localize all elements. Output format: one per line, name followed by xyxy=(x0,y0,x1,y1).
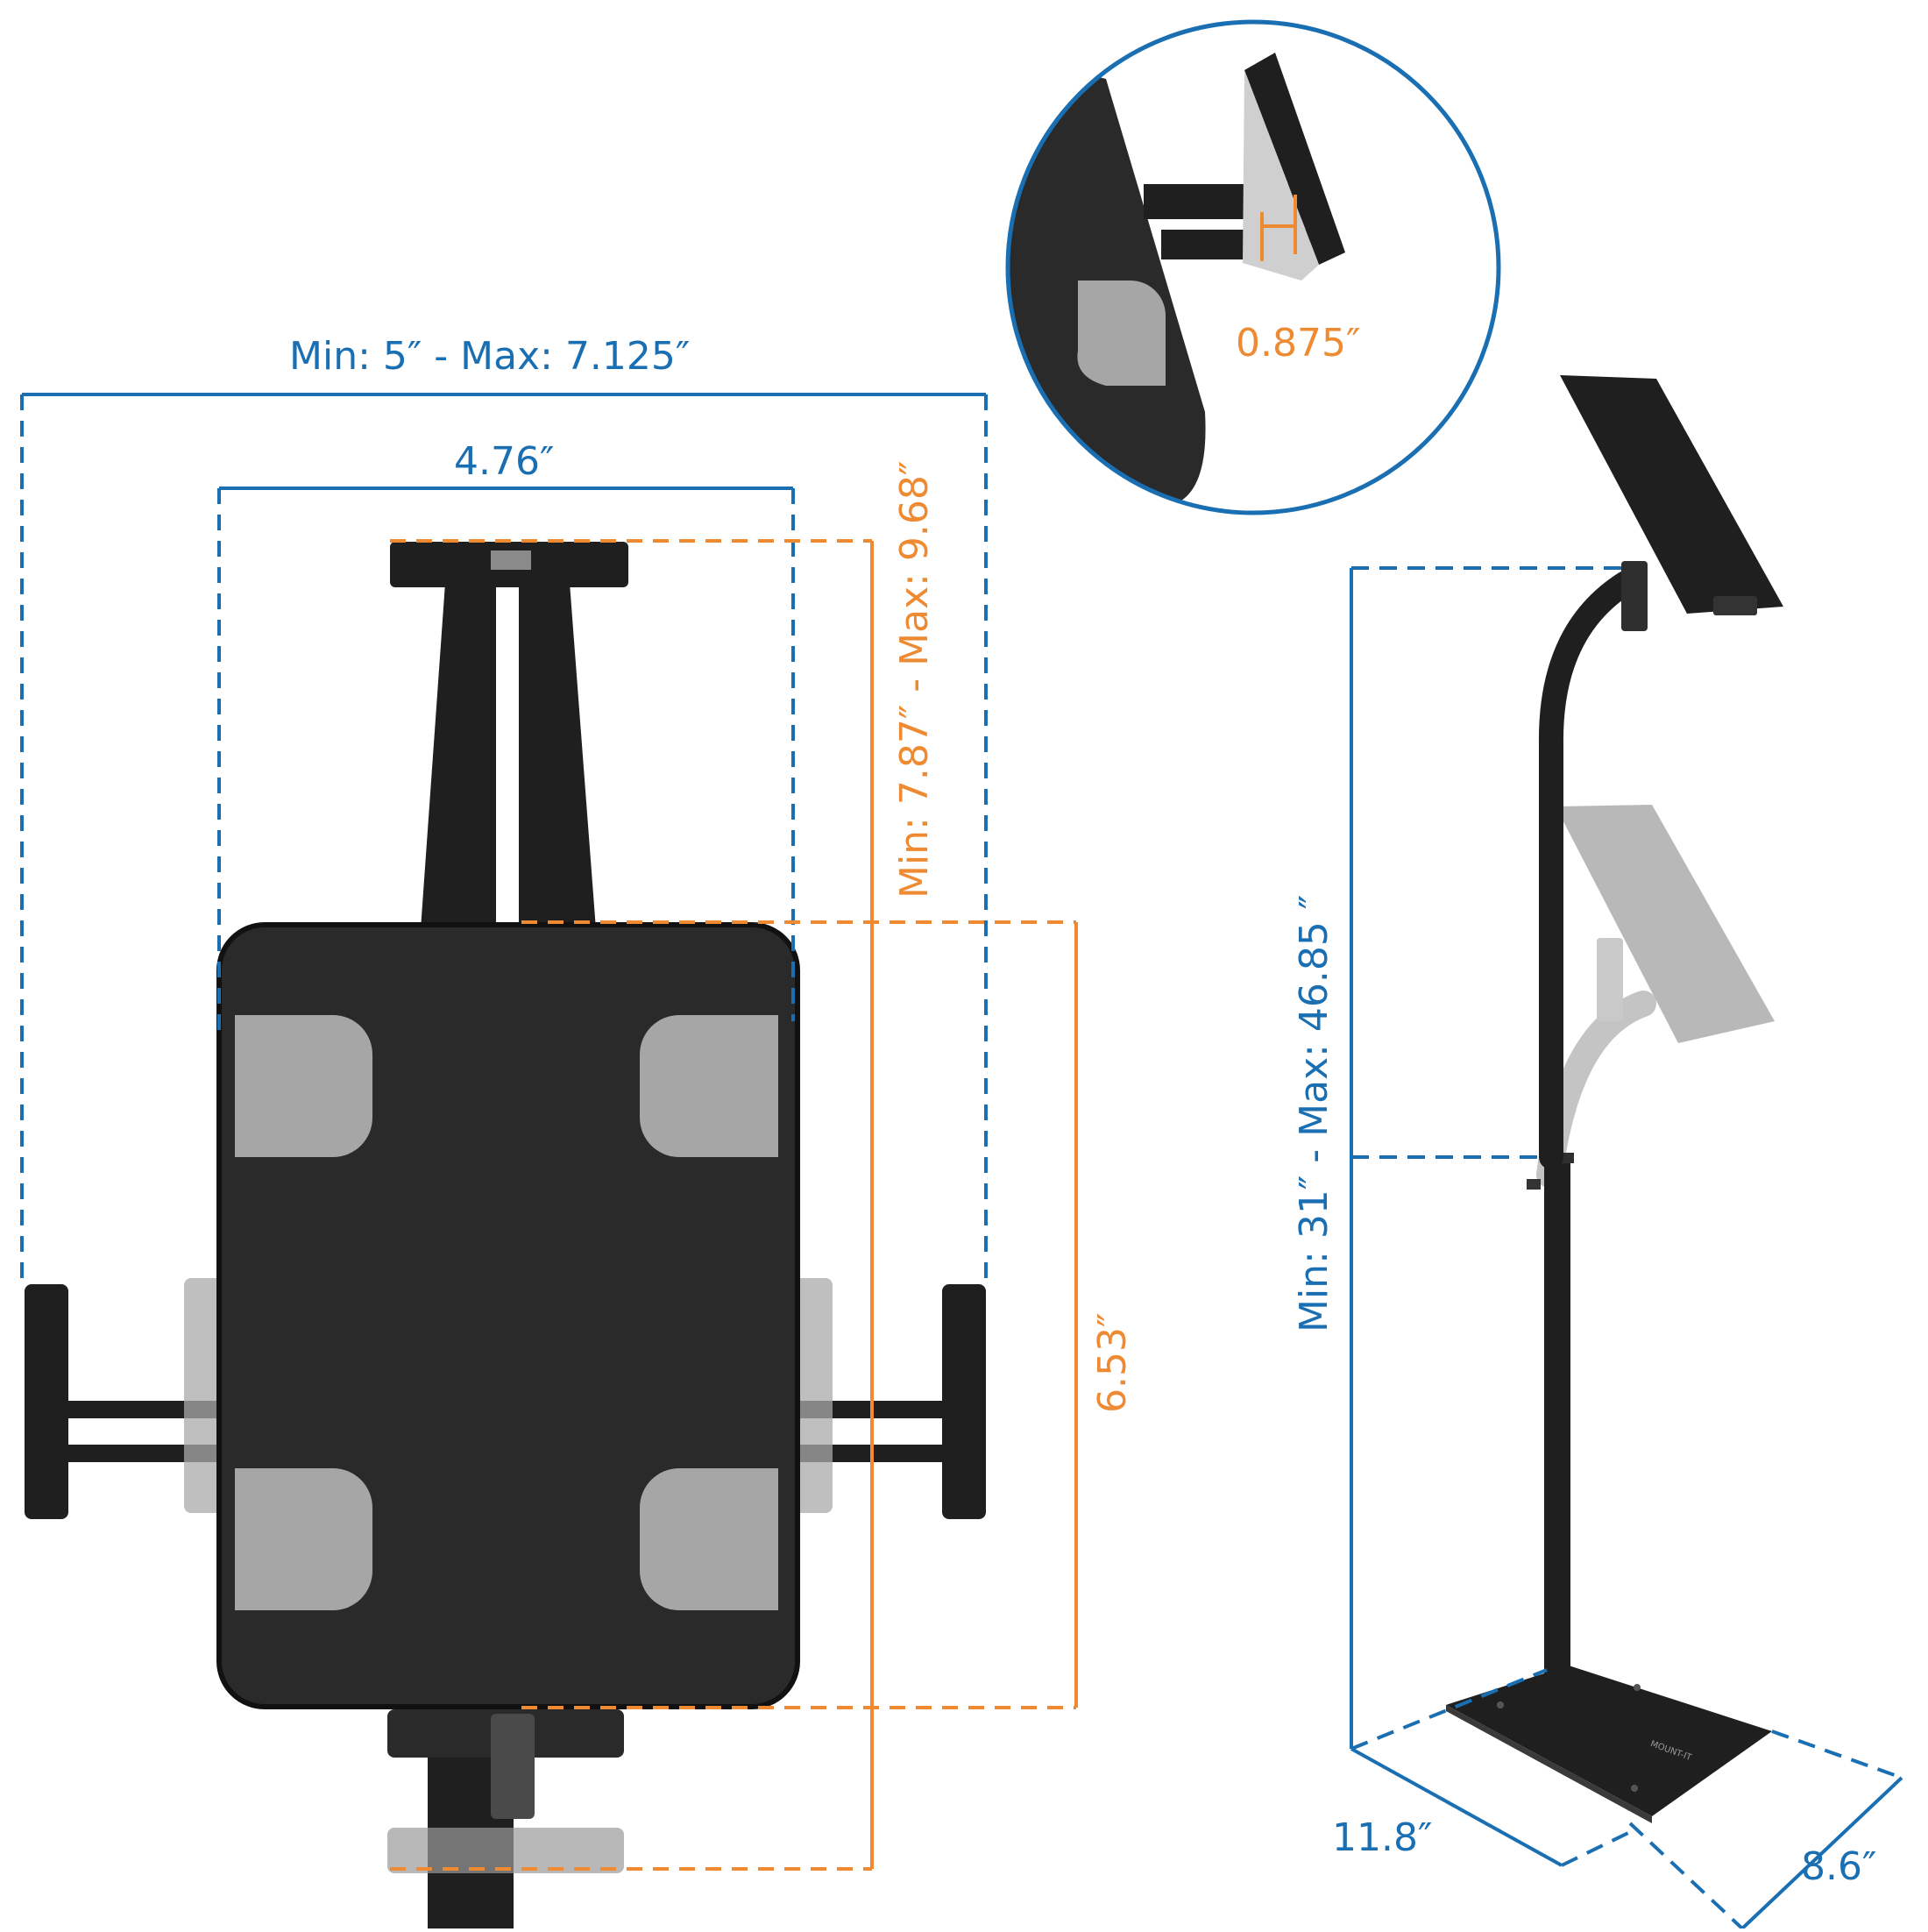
outer-width-label: Min: 5″ - Max: 7.125″ xyxy=(289,334,691,379)
ghost-tablet-holder xyxy=(1556,805,1775,1043)
top-arm-slot xyxy=(496,587,519,929)
stand-base-edge xyxy=(1446,1705,1652,1823)
ghost-holder-mount xyxy=(1597,938,1623,1021)
pad-bottom-right xyxy=(640,1468,778,1610)
ghost-gooseneck xyxy=(1536,991,1656,1188)
inner-width-label: 4.76″ xyxy=(454,439,555,484)
stand-dimension-lines xyxy=(1350,566,1903,1930)
stand-gooseneck xyxy=(1538,571,1638,1169)
pad-top-left xyxy=(235,1015,372,1157)
stand-lower-pole xyxy=(1544,1157,1570,1709)
top-clamp-slider xyxy=(491,550,531,570)
tablet-holder-front-view xyxy=(25,542,986,1928)
stand-holder-clamp xyxy=(1713,596,1757,615)
right-clamp xyxy=(942,1284,986,1519)
height-lock-knob xyxy=(1527,1179,1541,1190)
clamp-detail-closeup xyxy=(1008,22,1499,513)
lower-bracket-slot xyxy=(491,1714,535,1819)
pad-top-right xyxy=(640,1015,778,1157)
base-width-line xyxy=(1740,1776,1903,1930)
base-width-label: 8.6″ xyxy=(1801,1844,1877,1889)
pad-bottom-left xyxy=(235,1468,372,1610)
ghost-lower-bracket xyxy=(387,1828,624,1873)
detail-circle-border xyxy=(1005,19,1501,515)
base-width-front-extension xyxy=(1628,1822,1744,1930)
base-length-label: 11.8″ xyxy=(1332,1815,1433,1860)
plate-height-label: 6.53″ xyxy=(1090,1312,1135,1413)
base-width-back-extension xyxy=(1771,1730,1903,1779)
front-dimension-lines xyxy=(20,393,1078,1871)
floor-stand-side-view xyxy=(1446,375,1783,1823)
base-length-front-extension xyxy=(1561,1830,1631,1867)
stand-base xyxy=(1446,1666,1772,1816)
detail-pad xyxy=(1077,281,1166,386)
stand-tablet-holder xyxy=(1560,375,1783,614)
stand-holder-mount xyxy=(1621,561,1648,631)
base-length-line xyxy=(1350,1747,1563,1867)
clamp-height-label: Min: 7.87″ - Max: 9.68″ xyxy=(892,460,937,899)
left-clamp xyxy=(25,1284,68,1519)
detail-clamp-edge xyxy=(1244,53,1345,265)
stand-height-label: Min: 31″ - Max: 46.85 ″ xyxy=(1292,894,1336,1332)
clamp-depth-label: 0.875″ xyxy=(1236,321,1361,366)
base-length-back-extension xyxy=(1350,1668,1548,1751)
